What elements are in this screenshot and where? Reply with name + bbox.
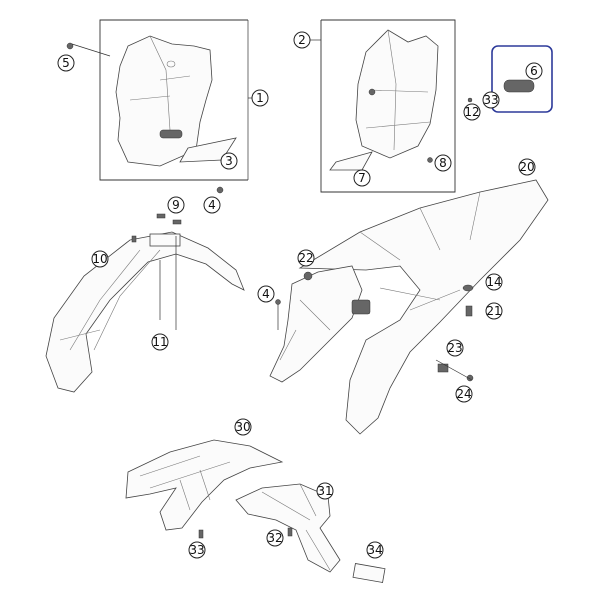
callout-10: 10 [91,250,109,268]
callout-14: 14 [485,273,503,291]
callout-9: 9 [167,196,185,214]
svg-text:23: 23 [447,341,462,355]
callout-6: 6 [525,62,543,80]
callout-8: 8 [434,154,452,172]
callout-30: 30 [234,418,252,436]
callout-4-mid: 4 [257,285,275,303]
callout-33-top: 33 [482,91,500,109]
plate-mount-bracket [159,129,183,139]
callout-3: 3 [220,152,238,170]
fender-bracket [149,233,181,247]
svg-text:12: 12 [464,105,479,119]
svg-text:9: 9 [172,198,180,212]
svg-text:4: 4 [208,198,216,212]
svg-text:21: 21 [486,304,501,318]
svg-text:24: 24 [456,387,471,401]
svg-text:32: 32 [267,531,282,545]
callout-1: 1 [251,89,269,107]
group-frame-headlight-mask [320,19,456,193]
callout-34: 34 [366,541,384,559]
svg-text:22: 22 [298,251,313,265]
svg-text:1: 1 [256,91,264,105]
group-frame-start-number-plate [99,19,248,181]
reflector [352,563,386,583]
callout-21: 21 [485,302,503,320]
callout-31: 31 [316,482,334,500]
side-panel [269,265,363,383]
headlight-decal [329,151,373,171]
callout-4-top: 4 [203,196,221,214]
rear-mudguard [125,439,284,531]
callout-11: 11 [151,333,169,351]
svg-text:10: 10 [92,252,107,266]
svg-text:34: 34 [367,543,382,557]
headlight-mask [355,29,439,159]
svg-text:4: 4 [262,287,270,301]
callout-7: 7 [353,169,371,187]
svg-text:8: 8 [439,156,447,170]
airbox-clip [351,299,371,315]
start-number-plate [115,35,213,167]
callout-24: 24 [455,385,473,403]
svg-text:31: 31 [317,484,332,498]
svg-text:30: 30 [235,420,250,434]
svg-text:33: 33 [189,543,204,557]
callout-5: 5 [57,54,75,72]
svg-text:7: 7 [358,171,366,185]
svg-text:14: 14 [486,275,501,289]
svg-text:2: 2 [298,33,306,47]
position-light [503,79,535,93]
callout-23: 23 [446,339,464,357]
front-fender [45,231,245,393]
callout-22: 22 [297,249,315,267]
svg-text:3: 3 [225,154,233,168]
svg-text:5: 5 [62,56,70,70]
svg-text:6: 6 [530,64,538,78]
callout-32: 32 [266,529,284,547]
callout-2: 2 [293,31,311,49]
svg-text:11: 11 [152,335,167,349]
svg-text:20: 20 [519,160,534,174]
svg-text:33: 33 [483,93,498,107]
callout-33-bottom: 33 [188,541,206,559]
callout-12: 12 [463,103,481,121]
callout-20: 20 [518,158,536,176]
rear-fender [298,179,549,435]
highlight-box-part-6 [491,45,553,113]
